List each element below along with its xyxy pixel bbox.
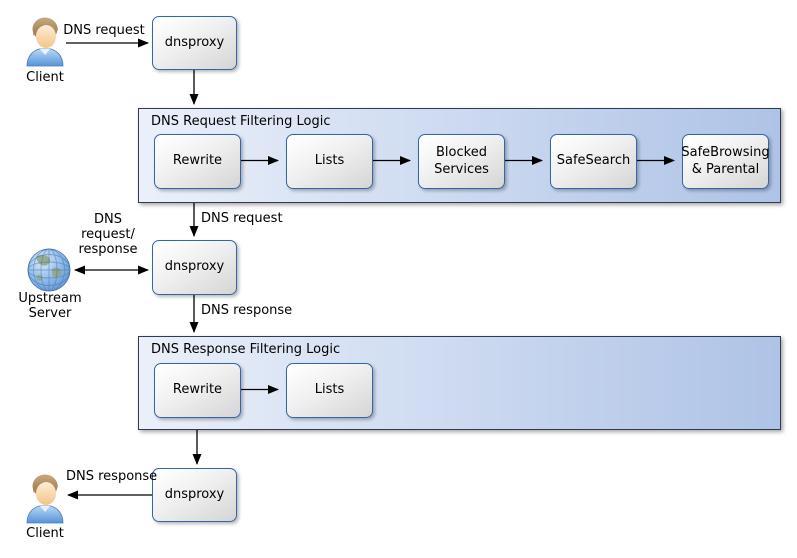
step-box-lists: Lists xyxy=(286,134,373,189)
edge-label-client-response: DNS response xyxy=(66,469,158,484)
edge-label-upstream-exchange: DNS request/ response xyxy=(78,212,138,257)
client-top-label: Client xyxy=(26,70,64,85)
response-container-title: DNS Response Filtering Logic xyxy=(151,342,341,357)
response-filtering-container: DNS Response Filtering Logic Rewrite Lis… xyxy=(138,336,781,430)
upstream-server-globe-icon xyxy=(27,248,71,292)
step-box-rewrite: Rewrite xyxy=(154,134,241,189)
edge-label-filtered-request: DNS request xyxy=(201,211,283,226)
client-person-icon xyxy=(26,17,64,67)
response-step-box-lists: Lists xyxy=(286,363,373,418)
client-bottom-label: Client xyxy=(26,526,64,541)
response-step-box-rewrite: Rewrite xyxy=(154,363,241,418)
step-box-blocked-services: Blocked Services xyxy=(418,134,505,189)
edge-label-client-request: DNS request xyxy=(63,23,145,38)
edge-label-upstream-response: DNS response xyxy=(201,303,293,318)
dnsproxy-bottom-box: dnsproxy xyxy=(152,468,237,522)
dnsproxy-top-box: dnsproxy xyxy=(152,16,237,70)
upstream-server-label: Upstream Server xyxy=(18,291,82,321)
request-container-title: DNS Request Filtering Logic xyxy=(151,114,331,129)
client-person-icon-bottom xyxy=(26,474,64,524)
step-box-safesearch: SafeSearch xyxy=(550,134,637,189)
dnsproxy-mid-box: dnsproxy xyxy=(152,240,237,295)
step-box-safebrowsing-parental: SafeBrowsing & Parental xyxy=(681,134,770,189)
request-filtering-container: DNS Request Filtering Logic Rewrite List… xyxy=(138,108,781,203)
